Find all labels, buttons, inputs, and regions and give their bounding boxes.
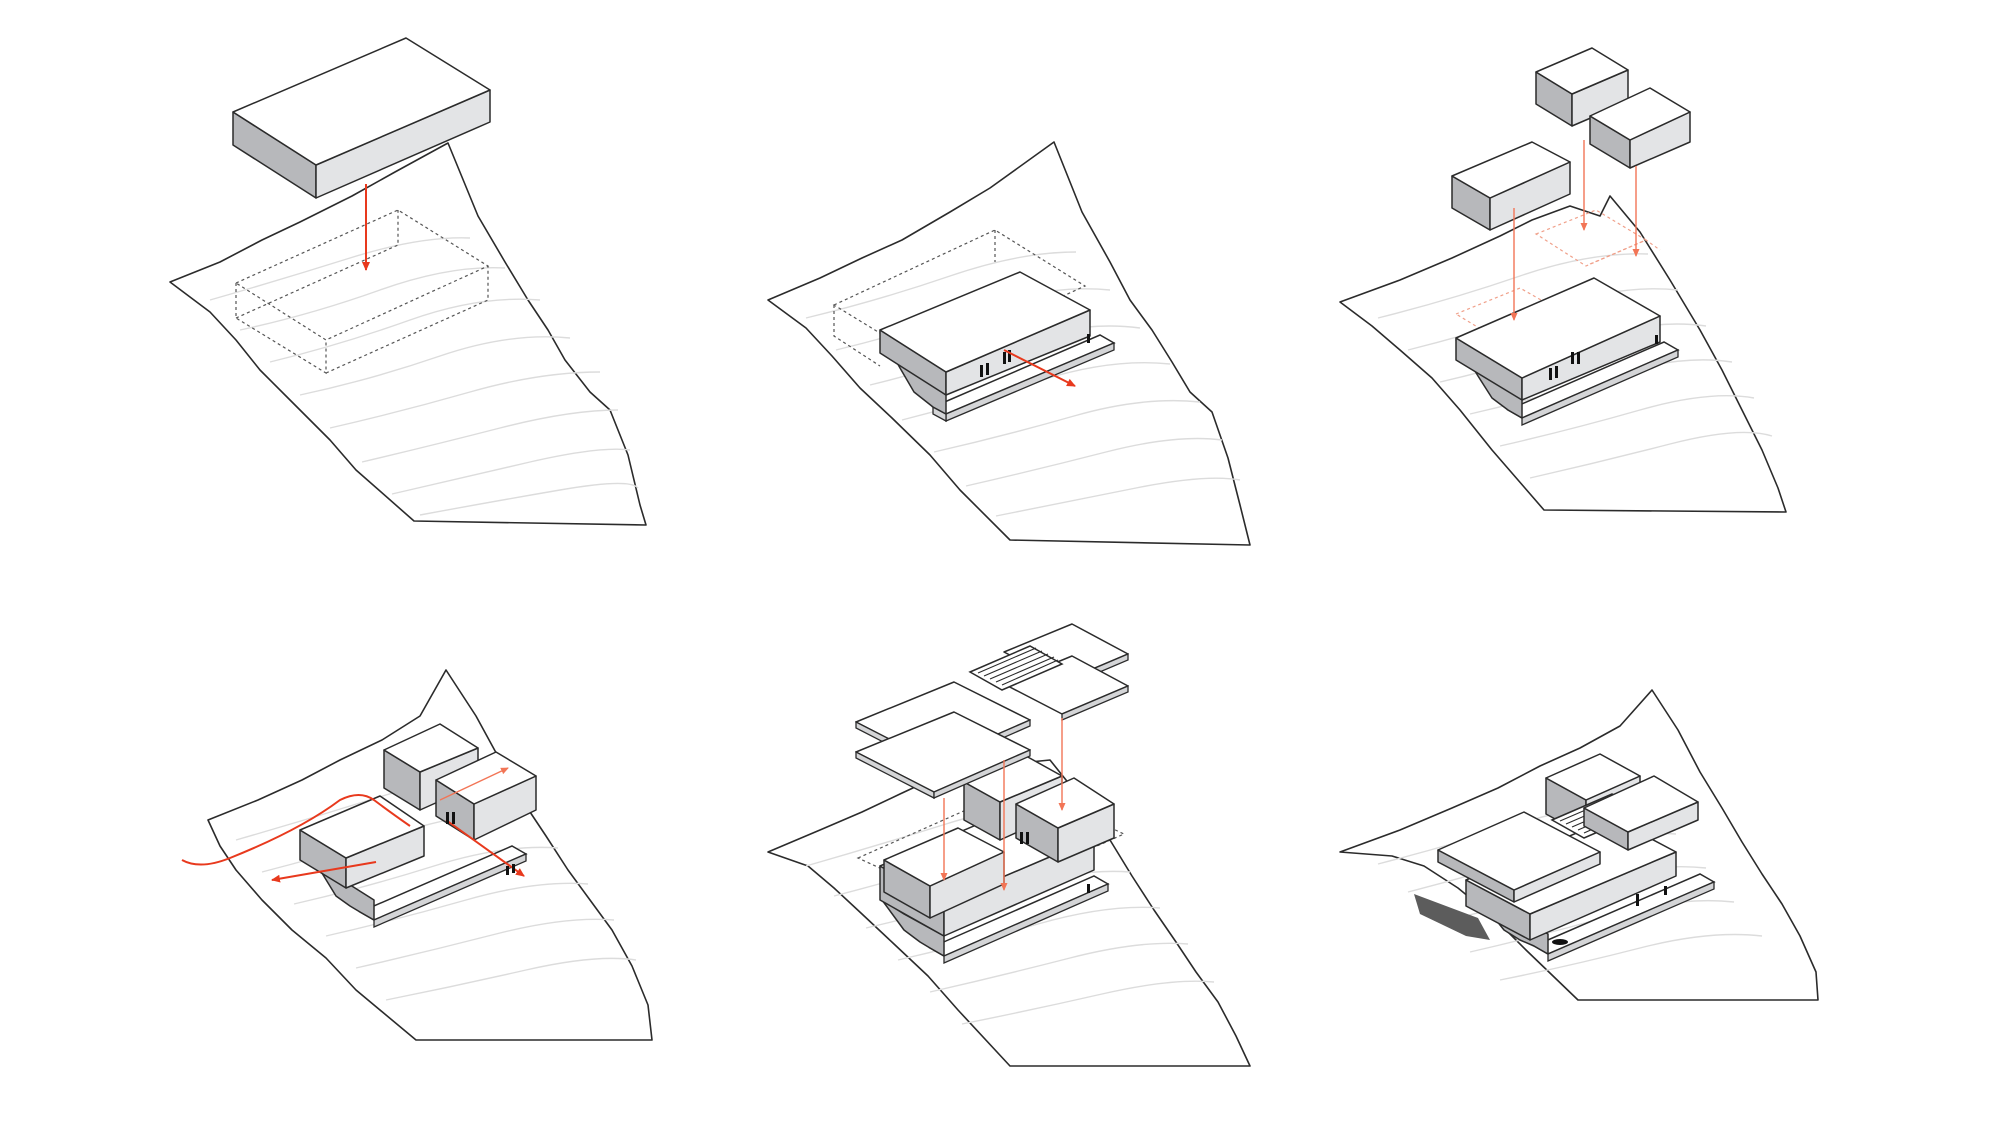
- panel-1: [170, 38, 646, 525]
- panel-5: [768, 624, 1250, 1066]
- terrain-site-4: [208, 670, 652, 1040]
- terrain-site-1: [170, 143, 646, 525]
- panel-6: [1340, 690, 1818, 1000]
- panel-2: [768, 142, 1250, 545]
- panel-4: [182, 670, 652, 1040]
- panel-3: [1340, 48, 1786, 512]
